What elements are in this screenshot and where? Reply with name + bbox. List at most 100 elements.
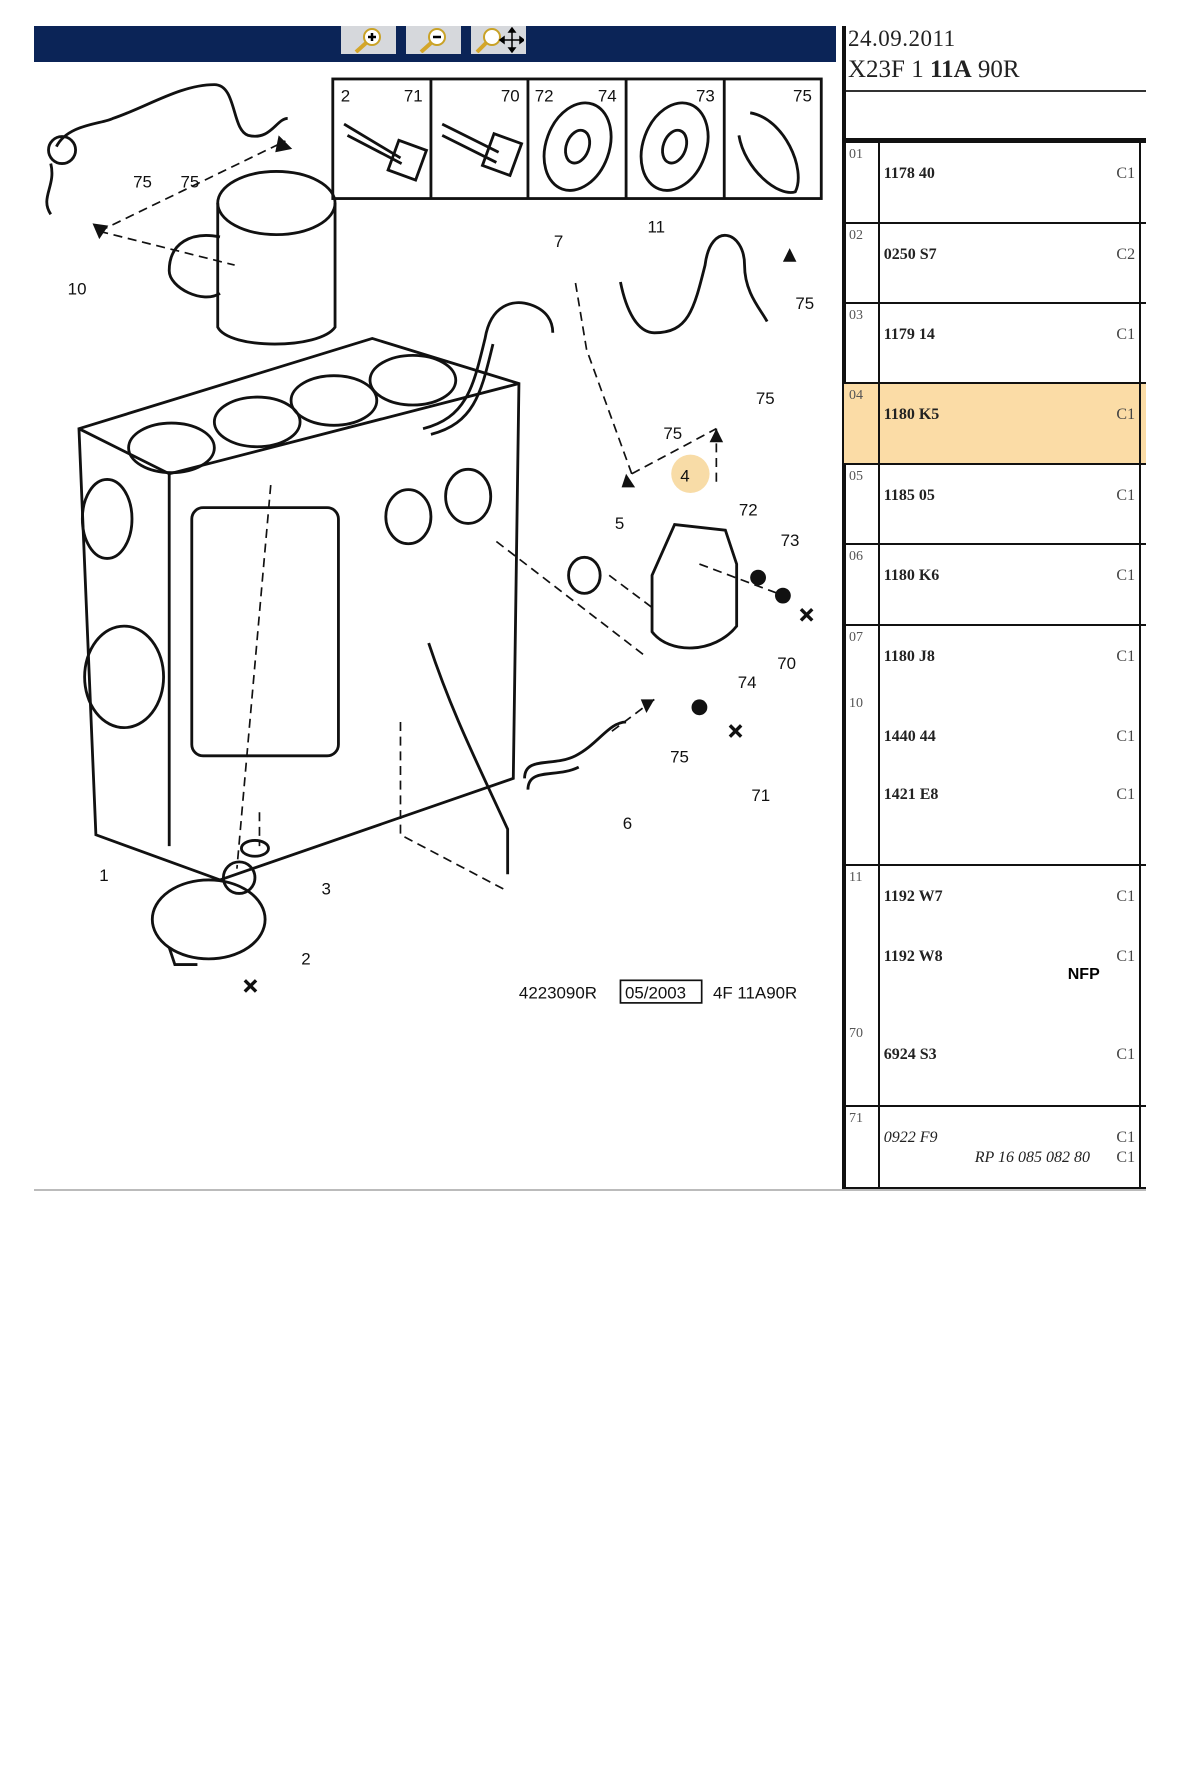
part-class: C1	[1116, 948, 1136, 965]
part-note: NFP	[1067, 966, 1100, 983]
edge-cell	[1139, 1105, 1146, 1189]
callout-label: 75	[756, 389, 775, 408]
index-cell: 01	[842, 141, 880, 224]
diagram-toolbar	[34, 26, 836, 62]
callout-label: 2	[301, 950, 310, 969]
catalog-code: X23F 1 11A 90R	[848, 56, 1020, 84]
row-index: 02	[849, 228, 863, 243]
part-class: C1	[1116, 567, 1136, 584]
part-class: C1	[1116, 648, 1136, 665]
callout-label: 75	[670, 748, 689, 767]
edge-cell	[1139, 382, 1146, 465]
reference-cell: 1180 K6 C1	[877, 543, 1142, 626]
zoom-in-icon	[354, 28, 381, 53]
part-reference[interactable]: RP 16 085 082 80	[974, 1149, 1090, 1166]
diagram-number: 4223090R	[519, 983, 597, 1002]
callout-label: 75	[133, 172, 152, 191]
row-index: 03	[849, 308, 863, 323]
edge-cell	[1139, 543, 1146, 626]
table-row[interactable]: 01 1178 40 C1	[842, 141, 1146, 224]
callout-label: 75	[795, 294, 814, 313]
part-reference[interactable]: 1192 W8	[883, 948, 943, 965]
row-index: 07	[849, 630, 863, 645]
index-cell: 06	[842, 543, 880, 626]
part-reference[interactable]: 1192 W7	[883, 888, 943, 905]
hose-clamp-icon	[737, 111, 800, 194]
diagram-reference: 4223090R 05/2003 4F 11A90R	[519, 979, 797, 1004]
callout-label: 3	[322, 880, 331, 899]
zoom-out-button[interactable]	[406, 26, 461, 54]
part-class: C1	[1116, 888, 1136, 905]
selected-callout-highlight	[671, 454, 710, 493]
index-cell: 07 10	[842, 624, 880, 866]
row-index: 70	[849, 1026, 863, 1041]
part-reference[interactable]: 1421 E8	[883, 786, 939, 803]
index-cell: 71	[842, 1105, 880, 1189]
part-class: C1	[1116, 165, 1136, 182]
zoom-pan-icon	[475, 27, 524, 53]
part-reference[interactable]: 1179 14	[883, 326, 935, 343]
part-reference[interactable]: 1178 40	[883, 165, 935, 182]
index-cell: 04	[842, 382, 880, 465]
engine-block	[77, 336, 521, 882]
row-index: 05	[849, 469, 863, 484]
coolant-reservoir	[650, 523, 739, 650]
edge-cell	[1139, 222, 1146, 304]
part-class: C1	[1116, 728, 1136, 745]
part-label: 75	[793, 87, 812, 106]
callout-label: 11	[648, 217, 666, 236]
part-reference[interactable]: 1180 K5	[883, 406, 940, 423]
part-reference[interactable]: 1440 44	[883, 728, 936, 745]
zoom-pan-button[interactable]	[471, 26, 526, 54]
callout-label: 1	[99, 866, 108, 885]
zoom-in-button[interactable]	[341, 26, 396, 54]
reference-cell: 1178 40 C1	[877, 141, 1142, 224]
row-index: 04	[849, 388, 863, 403]
divider	[846, 138, 1146, 141]
part-reference[interactable]: 1180 J8	[883, 648, 935, 665]
index-cell: 11 70	[842, 864, 880, 1107]
part-reference[interactable]: 0250 S7	[883, 246, 937, 263]
code-prefix: X23F 1	[848, 56, 930, 83]
catalog-date: 24.09.2011	[848, 26, 956, 51]
callout-label: 72	[739, 501, 758, 520]
callout-label-selected[interactable]: 4	[680, 467, 689, 486]
part-reference[interactable]: 1185 05	[883, 487, 935, 504]
row-index: 06	[849, 549, 863, 564]
row-index: 10	[849, 696, 863, 711]
table-row[interactable]: 06 1180 K6 C1	[842, 543, 1146, 626]
diagram-date: 05/2003	[625, 983, 686, 1002]
callout-label: 75	[180, 172, 199, 191]
part-reference[interactable]: 0922 F9	[883, 1129, 938, 1146]
row-index: 01	[849, 147, 863, 162]
part-label: 72	[535, 87, 554, 106]
row-index: 11	[849, 870, 863, 885]
callout-label: 7	[554, 232, 563, 251]
index-cell: 02	[842, 222, 880, 304]
part-reference[interactable]: 6924 S3	[883, 1046, 937, 1063]
part-label: 2	[341, 87, 350, 106]
callout-label: 74	[738, 673, 757, 692]
row-index: 71	[849, 1111, 863, 1126]
part-class: C1	[1116, 1149, 1136, 1166]
edge-cell	[1139, 624, 1146, 866]
part-label: 70	[501, 87, 520, 106]
edge-cell	[1139, 302, 1146, 384]
part-reference[interactable]: 1180 K6	[883, 567, 940, 584]
callout-labels: 75 75 10 7 11 75 75 75 4 5 72 73 70 74 7…	[68, 172, 814, 968]
hardware-parts-box	[331, 77, 823, 200]
callout-label: 75	[663, 424, 682, 443]
part-class: C1	[1116, 1046, 1136, 1063]
edge-cell	[1139, 141, 1146, 224]
